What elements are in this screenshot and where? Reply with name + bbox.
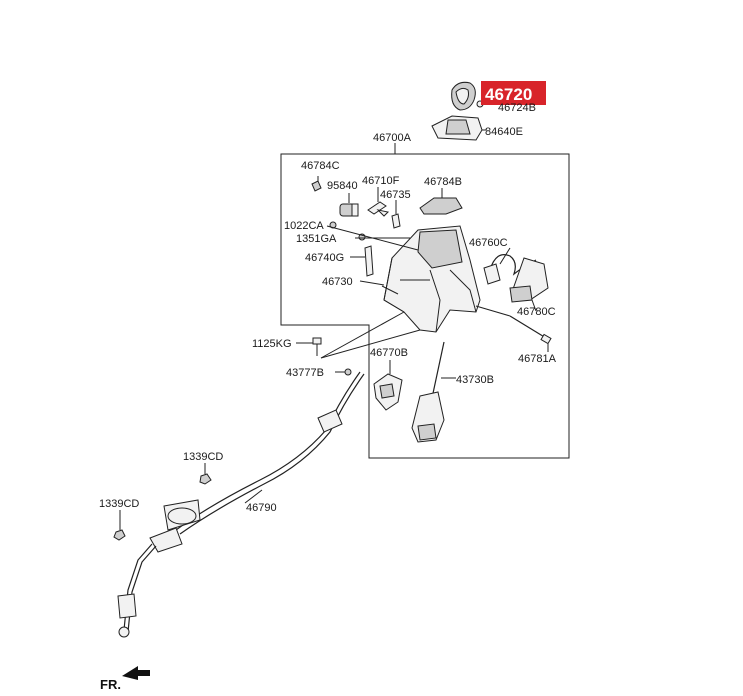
label-46735: 46735: [380, 189, 411, 201]
nut-1339CD-upper: [199, 473, 212, 485]
highlight-box: [481, 81, 546, 105]
label-46780C: 46780C: [517, 306, 556, 318]
part-46735: [391, 213, 401, 229]
part-46784C: [311, 180, 322, 192]
label-1339CD-lower: 1339CD: [99, 498, 139, 510]
front-arrow-icon: [122, 666, 150, 680]
label-46790: 46790: [246, 502, 277, 514]
label-46760C: 46760C: [469, 237, 508, 249]
label-46770B: 46770B: [370, 347, 408, 359]
shift-boot: [431, 115, 483, 141]
label-46784C: 46784C: [301, 160, 340, 172]
label-1351GA: 1351GA: [296, 233, 337, 245]
label-43777B: 43777B: [286, 367, 324, 379]
label-1022CA: 1022CA: [284, 220, 324, 232]
part-46784B: [419, 197, 463, 215]
part-46770B: [373, 373, 403, 411]
label-84640E: 84640E: [485, 126, 523, 138]
label-46781A: 46781A: [518, 353, 557, 365]
part-46781A: [509, 315, 552, 345]
part-43730B: [411, 341, 445, 443]
clip-43777B: [335, 368, 352, 376]
label-46724B: 46724B: [498, 102, 536, 114]
part-46740G: [364, 245, 374, 277]
label-46730: 46730: [322, 276, 353, 288]
label-95840: 95840: [327, 180, 358, 192]
shift-knob: [451, 81, 484, 111]
part-46760C: [483, 254, 549, 303]
part-95840: [339, 203, 359, 217]
part-46710F: [367, 201, 390, 217]
label-46700A: 46700A: [373, 132, 412, 144]
bolt-1125KG: [312, 337, 322, 356]
label-46710F: 46710F: [362, 175, 400, 187]
shifter-body: [381, 225, 481, 333]
label-1125KG: 1125KG: [252, 338, 292, 350]
label-46740G: 46740G: [305, 252, 344, 264]
label-1339CD-upper: 1339CD: [183, 451, 223, 463]
front-label: FR.: [100, 677, 121, 692]
label-46784B: 46784B: [424, 176, 462, 188]
shift-cable-46790: [117, 371, 365, 638]
assembly-box-outline: [280, 153, 570, 459]
label-43730B: 43730B: [456, 374, 494, 386]
nut-1339CD-lower: [113, 529, 126, 541]
highlighted-part-label[interactable]: 46720: [485, 85, 532, 104]
